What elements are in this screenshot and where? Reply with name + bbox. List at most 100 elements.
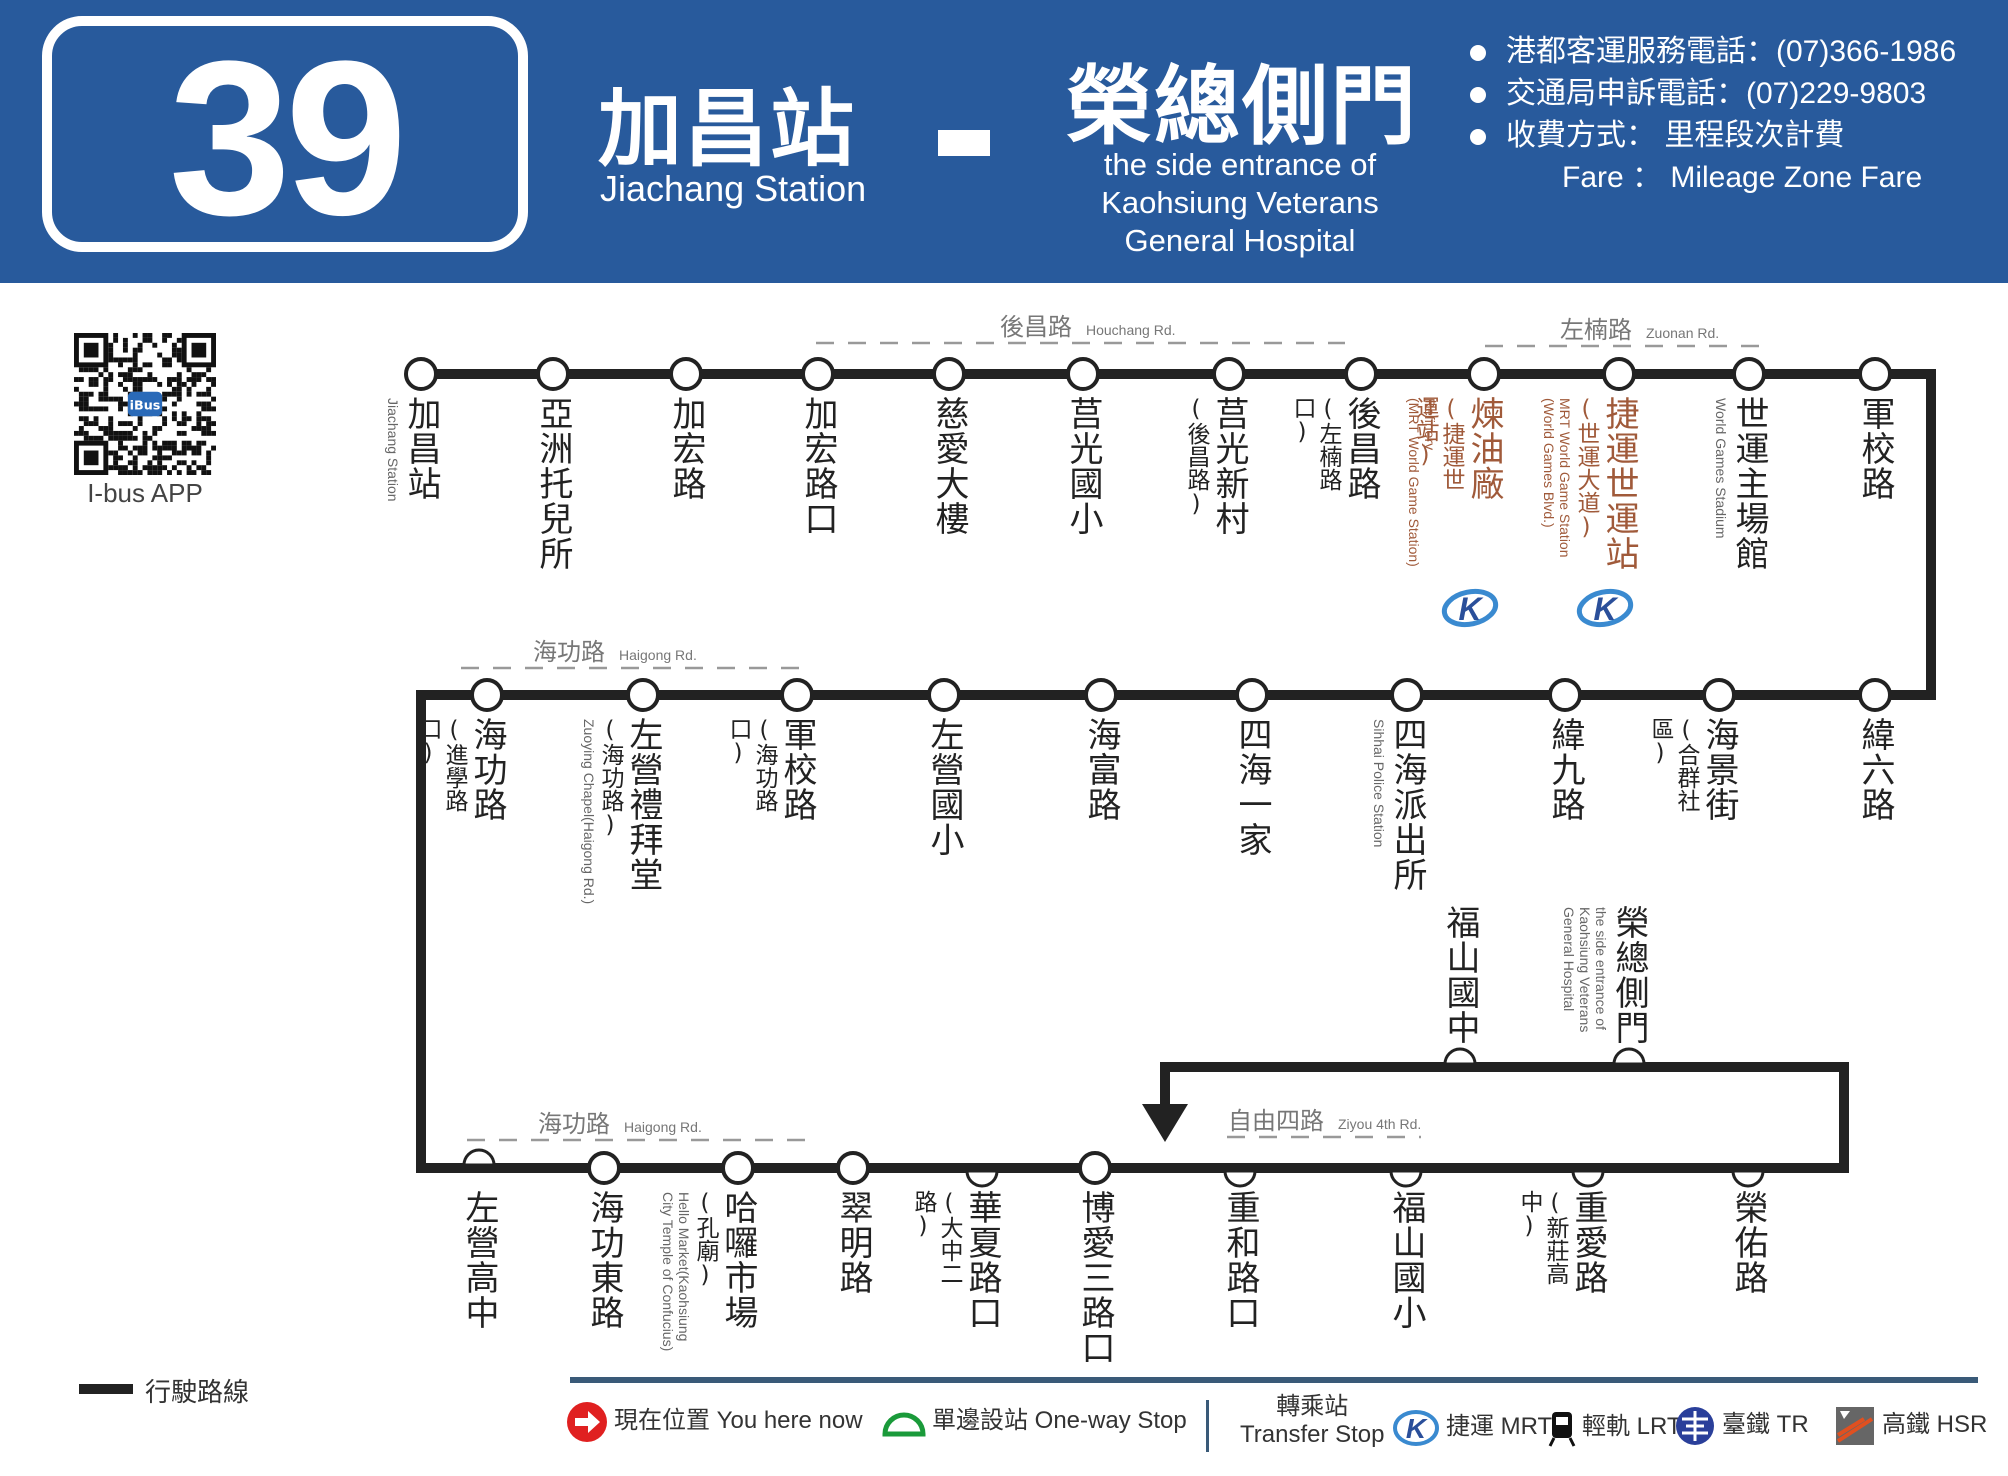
station-34[interactable]: 福山國中 xyxy=(1440,905,1480,1045)
qr-module xyxy=(176,386,182,392)
qr-module xyxy=(211,396,216,402)
qr-module xyxy=(83,435,89,441)
qr-module xyxy=(137,470,143,475)
station-14[interactable]: 海景街(合群社區) xyxy=(1647,717,1739,822)
qr-module xyxy=(201,372,207,378)
station-24[interactable]: 海功東路 xyxy=(584,1190,624,1330)
station-27[interactable]: 華夏路口(大中二路) xyxy=(910,1190,1002,1330)
station-8[interactable]: 後昌路(左楠路口) xyxy=(1289,396,1381,501)
qr-module xyxy=(137,342,143,348)
qr-module xyxy=(127,470,133,475)
qr-module xyxy=(211,430,216,436)
station-23[interactable]: 左營高中 xyxy=(459,1190,499,1330)
station-30[interactable]: 福山國小 xyxy=(1386,1190,1426,1330)
legend-hsr: 高鐵 HSR xyxy=(1834,1404,1987,1447)
station-7[interactable]: 莒光新村(後昌路) xyxy=(1183,396,1249,536)
qr-module xyxy=(162,333,168,338)
station-26[interactable]: 翠明路 xyxy=(833,1190,873,1295)
station-32[interactable]: 榮佑路 xyxy=(1728,1190,1768,1295)
road-name-en: Houchang Rd. xyxy=(1086,322,1176,338)
station-2[interactable]: 亞洲托兒所 xyxy=(533,396,573,571)
qr-module xyxy=(171,347,177,353)
qr-module xyxy=(162,362,168,368)
qr-module xyxy=(122,372,128,378)
origin-name: 加昌站 xyxy=(598,80,857,178)
station-10[interactable]: 捷運世運站(世運大道)MRT World Game Station (World… xyxy=(1541,396,1639,571)
mrt-icon-letter: K xyxy=(1458,591,1484,627)
qr-module xyxy=(113,337,119,343)
qr-module xyxy=(181,450,187,456)
qr-module xyxy=(157,455,163,461)
qr-module xyxy=(137,416,143,422)
qr-module xyxy=(83,401,89,407)
station-25[interactable]: 哈囉市場(孔廟)Hello Market(Kaohsiung City Temp… xyxy=(660,1190,758,1351)
station-subname: (後昌路) xyxy=(1183,396,1209,517)
qr-module xyxy=(201,465,207,471)
qr-module xyxy=(98,391,104,397)
qr-module xyxy=(83,396,89,402)
station-20[interactable]: 軍校路(海功路口) xyxy=(725,717,817,822)
station-marker xyxy=(1858,357,1892,391)
qr-module xyxy=(113,455,119,461)
station-name: 博愛三路口 xyxy=(1075,1190,1115,1365)
road-name-en: Haigong Rd. xyxy=(624,1119,702,1135)
mrt-icon-letter: K xyxy=(1593,591,1619,627)
station-31[interactable]: 重愛路(新莊高中) xyxy=(1516,1190,1608,1295)
qr-module xyxy=(211,381,216,387)
station-18[interactable]: 海富路 xyxy=(1081,717,1121,822)
station-12[interactable]: 軍校路 xyxy=(1855,396,1895,501)
qr-module xyxy=(186,386,192,392)
qr-module xyxy=(132,445,138,451)
qr-module xyxy=(176,381,182,387)
station-6[interactable]: 莒光國小 xyxy=(1063,396,1103,536)
station-marker xyxy=(536,357,570,391)
qr-module xyxy=(127,450,133,456)
station-4[interactable]: 加宏路口 xyxy=(798,396,838,536)
station-22[interactable]: 海功路(進學路口) xyxy=(415,717,507,822)
qr-module xyxy=(74,430,79,436)
qr-module xyxy=(108,372,114,378)
qr-module xyxy=(181,411,187,417)
qr-module xyxy=(103,396,109,402)
qr-module xyxy=(147,372,153,378)
station-9[interactable]: 煉油廠(捷運世運站)Refinery (MRT World Game Stati… xyxy=(1406,396,1504,567)
station-3[interactable]: 加宏路 xyxy=(666,396,706,501)
road-name-en: Zuonan Rd. xyxy=(1646,325,1720,341)
station-13[interactable]: 緯六路 xyxy=(1855,717,1895,822)
station-17[interactable]: 四海一家 xyxy=(1232,717,1272,857)
qr-module xyxy=(171,440,177,446)
qr-module xyxy=(167,440,172,446)
destination-name-en: the side entrance of Kaohsiung Veterans … xyxy=(1070,146,1410,260)
station-name: 加宏路 xyxy=(666,396,706,501)
qr-code[interactable]: iBus xyxy=(74,333,216,475)
qr-module xyxy=(176,347,182,353)
qr-module xyxy=(181,421,187,427)
qr-module xyxy=(118,372,123,378)
qr-module xyxy=(108,377,114,382)
info-fare-method: 收費方式： 里程段次計費 xyxy=(1470,110,1844,154)
qr-module xyxy=(88,435,94,441)
qr-module xyxy=(196,421,202,427)
qr-module xyxy=(132,367,138,373)
qr-module xyxy=(167,357,172,363)
qr-module xyxy=(113,430,119,436)
station-21[interactable]: 左營禮拜堂(海功路)Zuoying Chapel(Haigong Rd.) xyxy=(581,717,663,904)
qr-module xyxy=(171,391,177,397)
qr-module xyxy=(142,465,148,471)
qr-module xyxy=(201,406,207,412)
station-28[interactable]: 博愛三路口 xyxy=(1075,1190,1115,1365)
qr-module xyxy=(108,426,114,431)
station-15[interactable]: 緯九路 xyxy=(1545,717,1585,822)
qr-module xyxy=(147,435,153,441)
station-19[interactable]: 左營國小 xyxy=(924,717,964,857)
qr-module xyxy=(142,362,148,368)
station-29[interactable]: 重和路口 xyxy=(1220,1190,1260,1330)
qr-module xyxy=(167,391,172,397)
qr-module xyxy=(122,337,128,343)
station-5[interactable]: 慈愛大樓 xyxy=(929,396,969,536)
